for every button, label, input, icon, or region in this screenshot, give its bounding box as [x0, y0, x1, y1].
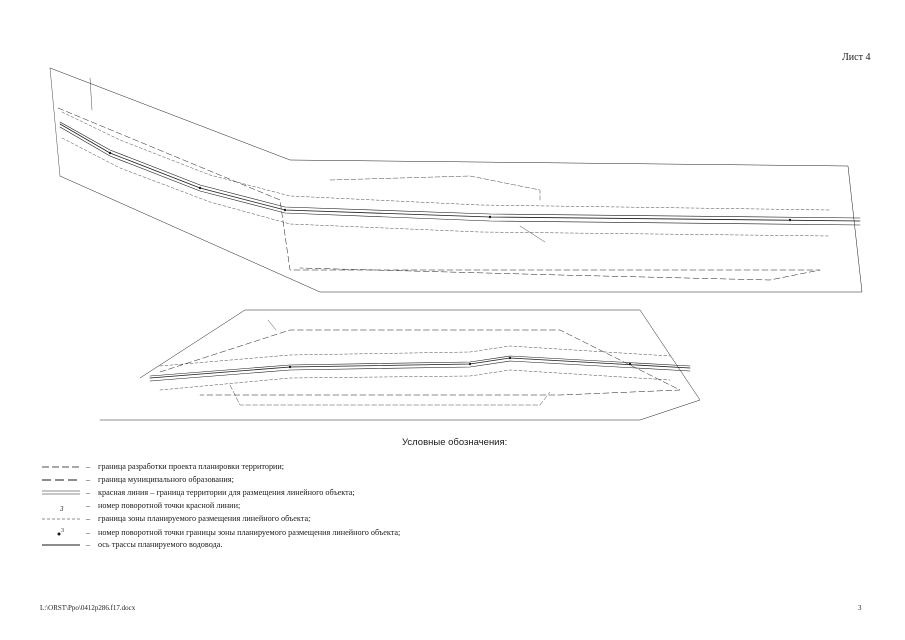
lower-red-line-a — [149, 355, 691, 377]
lower-zone-bottom — [159, 369, 671, 391]
upper-leader-2 — [519, 225, 546, 243]
upper-axis — [59, 123, 861, 222]
legend-swatch-5-label: 3 — [61, 528, 64, 534]
lower-inner-contour — [229, 384, 551, 406]
legend-title: Условные обозначения: — [402, 437, 508, 448]
upper-zone-top — [61, 111, 831, 211]
footer-file-path: L:\ORST\Ppo\0412p286.f17.docx — [40, 604, 136, 612]
upper-red-line-b — [59, 126, 861, 226]
legend-swatches: 3 3 — [42, 466, 80, 546]
legend-swatch-3: 3 — [59, 505, 64, 513]
legend-row: –красная линия – граница территории для … — [85, 488, 355, 497]
lower-boundary — [99, 309, 701, 421]
lower-zone-top — [159, 345, 671, 367]
legend-swatch-5 — [57, 532, 61, 536]
legend-row: –граница муниципального образования; — [85, 475, 234, 484]
upper-inner-contour — [329, 175, 541, 201]
lower-leader-1 — [267, 319, 277, 331]
legend-row: –номер поворотной точки красной линии; — [85, 501, 241, 510]
upper-planning-border — [57, 107, 821, 281]
page-number: 3 — [858, 604, 862, 612]
legend-row: –ось трассы планируемого водовода. — [85, 540, 223, 549]
lower-red-line-b — [149, 360, 691, 382]
upper-red-line-a — [59, 121, 861, 219]
upper-plan — [49, 67, 863, 293]
upper-zone-bottom — [61, 137, 831, 237]
turning-points — [108, 151, 792, 369]
upper-boundary-left — [49, 67, 61, 177]
sheet-label: Лист 4 — [842, 52, 871, 63]
legend-row: –граница разработки проекта планировки т… — [85, 462, 285, 471]
legend-row: –номер поворотной точки границы зоны пла… — [85, 528, 401, 537]
lower-planning-border — [159, 329, 681, 396]
lower-plan — [99, 309, 701, 421]
upper-leader-1 — [89, 77, 93, 111]
upper-boundary — [49, 67, 863, 293]
legend-row: –граница зоны планируемого размещения ли… — [85, 514, 311, 523]
